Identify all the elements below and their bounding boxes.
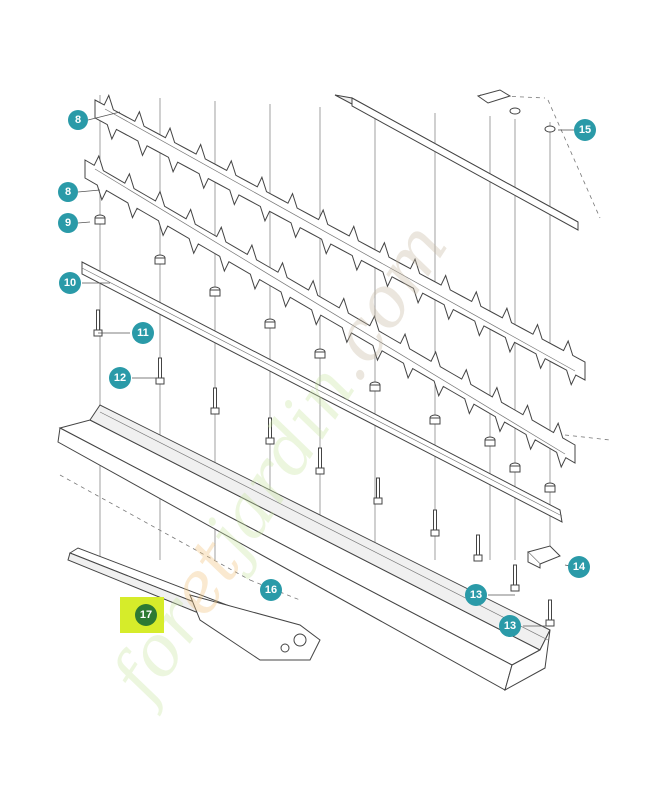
spacer-body [154,257,166,265]
callout-14: 14 [568,556,590,578]
bolt-head [510,584,520,592]
lower-cutting-blade [84,154,576,469]
callout-8-lower-label: 8 [65,186,71,198]
spacers [94,214,556,493]
spacer-body [544,485,556,493]
bolt-shank [433,509,437,531]
spacer-body [369,384,381,392]
callout-16: 16 [260,579,282,601]
bolt-shank [213,387,217,409]
bolt-shank [476,534,480,556]
nut-part [509,107,556,133]
bolt-head [430,529,440,537]
bolt-shank [513,564,517,586]
callout-15-label: 15 [579,124,591,136]
callout-12-label: 12 [114,372,126,384]
bolt-head [473,554,483,562]
upper-cutting-blade [94,94,586,386]
bolt-head [155,377,165,385]
spacer-body [484,439,496,447]
spacer-body [94,217,106,225]
blade-slot-line [104,108,576,372]
callout-13-upper-label: 13 [470,589,482,601]
bolt-head [265,437,275,445]
bolt-head [545,619,555,627]
callout-12: 12 [109,367,131,389]
callout-9-label: 9 [65,217,71,229]
bracket-part [527,545,561,569]
bolts [93,309,555,627]
spacer-body [429,417,441,425]
callout-8-lower: 8 [58,182,78,202]
bolt-head [210,407,220,415]
spacer-body [264,321,276,329]
callout-10: 10 [59,272,81,294]
spacer-body [314,351,326,359]
bolt-shank [96,309,100,331]
blade-guard [57,404,551,692]
callout-9: 9 [58,213,78,233]
blade-assembly [67,547,321,661]
blade-slot-line [94,168,566,455]
bolt-shank [158,357,162,379]
bolt-head [373,497,383,505]
spacer-body [509,465,521,473]
callout-10-label: 10 [64,277,76,289]
callout-13-upper: 13 [465,584,487,606]
spacer-body [209,289,221,297]
support-plate [81,261,563,523]
callout-8-upper-label: 8 [75,114,81,126]
callout-13-lower-label: 13 [504,620,516,632]
callout-15: 15 [574,119,596,141]
bolt-head [315,467,325,475]
callout-17-label: 17 [140,609,152,621]
callout-13-lower: 13 [499,615,521,637]
callout-8-upper: 8 [68,110,88,130]
bolt-shank [548,599,552,621]
bolt-shank [376,477,380,499]
callout-11: 11 [132,322,154,344]
callout-14-label: 14 [573,561,586,573]
top-guide-rail [334,89,579,231]
callout-17-highlighted: 17 [120,597,164,633]
callout-16-label: 16 [265,584,277,596]
callout-11-label: 11 [137,327,149,339]
